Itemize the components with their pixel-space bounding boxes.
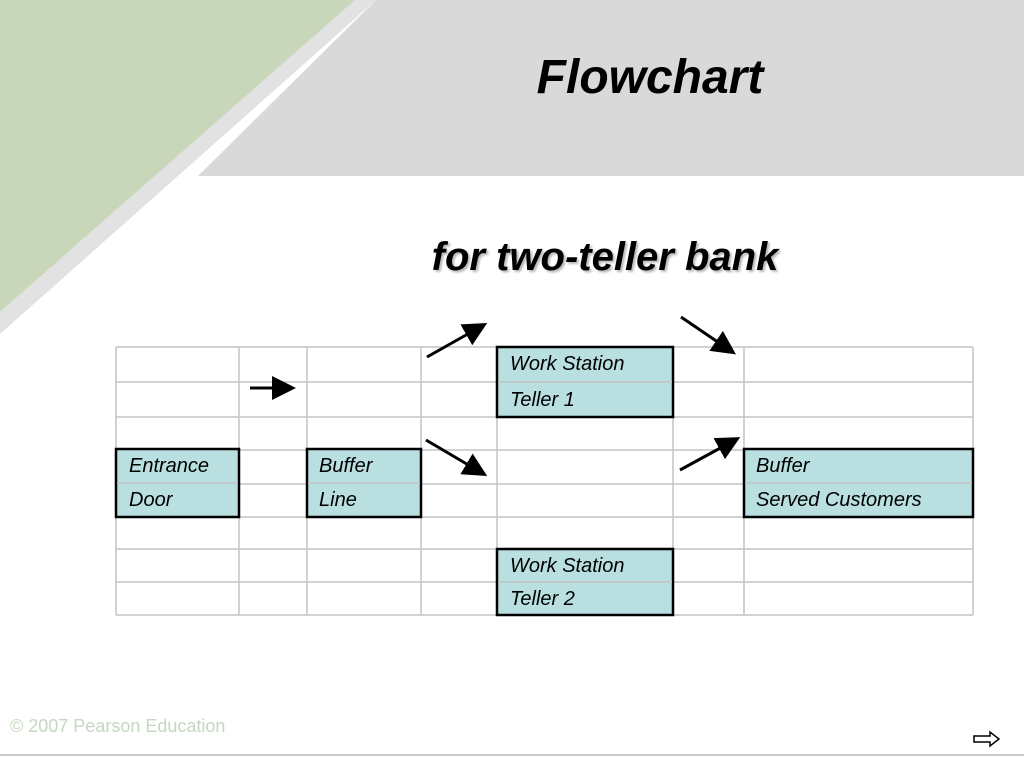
copyright-text: © 2007 Pearson Education (10, 716, 226, 736)
flow-arrows (250, 315, 741, 477)
wedge-shadow-stripe (0, 0, 376, 334)
teller-1-box (495, 345, 675, 419)
served-buffer-label: Buffer (756, 455, 810, 477)
door-label: Door (129, 489, 173, 511)
next-arrow-icon (973, 730, 1001, 748)
entrance-door-box (114, 447, 241, 519)
next-slide-button[interactable] (972, 729, 1002, 749)
slide-subtitle: for two-teller bank (431, 235, 779, 279)
buffer-label: Buffer (319, 455, 373, 477)
footer-rule (0, 754, 1024, 756)
slide-title: Flowchart (536, 51, 764, 104)
arrow-teller-2-to-served (679, 437, 741, 472)
teller-1-work-station-label: Work Station (510, 353, 625, 375)
teller-1-label: Teller 1 (510, 389, 575, 411)
arrow-buffer-to-teller-1 (426, 323, 488, 359)
arrow-teller-1-to-served (680, 315, 736, 355)
teller-2-work-station-label: Work Station (510, 555, 625, 577)
served-customers-label: Served Customers (756, 489, 922, 511)
entrance-label: Entrance (129, 455, 210, 477)
teller-2-box (495, 547, 675, 617)
teller-2-label: Teller 2 (510, 588, 575, 610)
arrow-buffer-to-teller-2 (425, 438, 488, 477)
buffer-served-customers-box (742, 447, 975, 519)
line-label: Line (319, 489, 357, 511)
buffer-line-box (305, 447, 423, 519)
